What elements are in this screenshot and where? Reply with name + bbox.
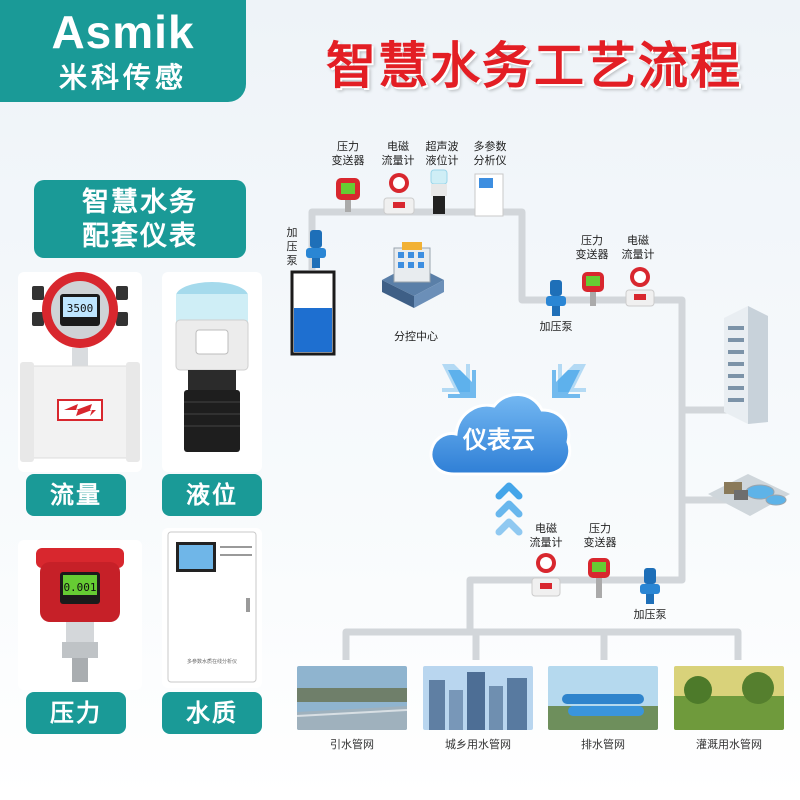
label-right-pressure: 压力变送器 — [575, 234, 609, 261]
label-network-diversion: 引水管网 — [330, 738, 374, 751]
electromagnetic-flowmeter-icon — [531, 553, 561, 597]
cloud-label: 仪表云 — [463, 426, 535, 454]
brand-name-cn: 米科传感 — [58, 61, 187, 94]
level-meter-tile — [162, 272, 262, 472]
category-flow[interactable]: 流量 — [26, 474, 126, 516]
flowmeter-tile: 3500 — [18, 272, 142, 472]
pipeline-photo-icon — [548, 666, 658, 730]
booster-pump-icon — [640, 568, 660, 604]
label-network-urban-rural: 城乡用水管网 — [445, 738, 511, 751]
water-quality-analyzer-icon — [167, 531, 257, 683]
photo-irrigation-network — [674, 666, 784, 730]
label-bottom-flowmeter: 电磁流量计 — [529, 522, 563, 549]
category-level[interactable]: 液位 — [162, 474, 262, 516]
booster-pump-icon — [546, 280, 566, 316]
photo-diversion-network — [297, 666, 407, 730]
label-right-pump: 加压泵 — [539, 320, 573, 333]
field-photo-icon — [674, 666, 784, 730]
treatment-plant-icon — [708, 474, 790, 516]
label-top-pressure: 压力变送器 — [331, 140, 365, 167]
pressure-transmitter-icon — [336, 178, 360, 212]
instrument-cloud-icon — [429, 393, 572, 476]
photo-drainage-network — [548, 666, 658, 730]
label-bottom-pump: 加压泵 — [633, 608, 667, 621]
arrow-up-icon — [495, 482, 523, 536]
flowmeter-display: 3500 — [67, 302, 94, 315]
canal-photo-icon — [297, 666, 407, 730]
electromagnetic-flowmeter-icon — [625, 267, 655, 307]
label-top-level: 超声波液位计 — [425, 140, 459, 167]
electromagnetic-flowmeter-icon — [383, 173, 415, 215]
brand-name-en: Asmik — [51, 6, 195, 58]
label-pump-vertical: 加压泵 — [286, 226, 298, 267]
water-tank-icon — [290, 270, 336, 356]
control-center-building-icon — [382, 242, 444, 308]
analyzer-small-text: 多参数水质在线分析仪 — [186, 659, 237, 665]
water-quality-analyzer-tile: 多参数水质在线分析仪 — [162, 528, 262, 688]
city-photo-icon — [423, 666, 533, 730]
office-building-icon — [724, 306, 768, 424]
label-top-flowmeter: 电磁流量计 — [381, 140, 415, 167]
label-control-center: 分控中心 — [394, 330, 438, 343]
ultrasonic-level-meter-icon — [430, 169, 448, 214]
pressure-transmitter-icon: 0.001 — [36, 548, 124, 682]
pressure-transmitter-icon — [582, 272, 604, 306]
pressure-transmitter-tile: 0.001 — [18, 540, 142, 690]
label-right-flowmeter: 电磁流量计 — [621, 234, 655, 261]
label-bottom-pressure: 压力变送器 — [583, 522, 617, 549]
label-network-drainage: 排水管网 — [581, 738, 625, 751]
ultrasonic-level-meter-icon — [175, 282, 249, 452]
panel-label-line2: 配套仪表 — [82, 221, 198, 252]
pressure-transmitter-icon — [588, 558, 610, 598]
multiparameter-analyzer-icon — [474, 173, 504, 217]
photo-urban-rural-network — [423, 666, 533, 730]
panel-label: 智慧水务 配套仪表 — [34, 180, 246, 258]
panel-label-line1: 智慧水务 — [82, 187, 198, 218]
brand-logo: Asmik 米科传感 — [0, 0, 246, 102]
category-pressure[interactable]: 压力 — [26, 692, 126, 734]
booster-pump-icon — [306, 230, 326, 268]
category-water-quality[interactable]: 水质 — [162, 692, 262, 734]
arrow-down-left-icon — [552, 364, 586, 398]
distribution-pipe — [342, 628, 742, 660]
arrow-down-right-icon — [442, 364, 476, 398]
pressure-display: 0.001 — [63, 581, 96, 594]
label-network-irrigation: 灌溉用水管网 — [696, 738, 762, 751]
label-top-analyzer: 多参数分析仪 — [473, 140, 507, 167]
page-title: 智慧水务工艺流程 — [326, 37, 742, 95]
electromagnetic-flowmeter-icon: 3500 — [20, 272, 140, 462]
